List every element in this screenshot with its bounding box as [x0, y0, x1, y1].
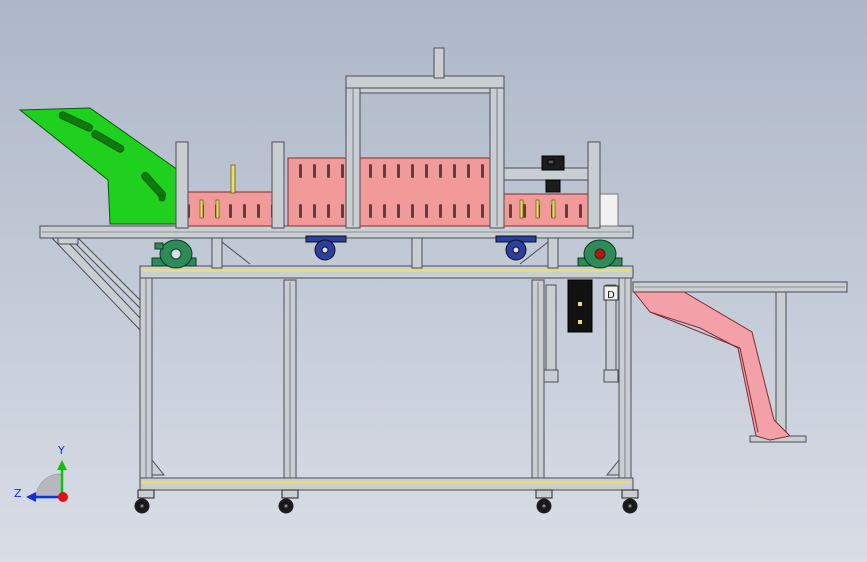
- caster-wheel-icon: [305, 235, 347, 261]
- gantry-cylinder-rod: [433, 47, 445, 79]
- upright-mid-left: [271, 141, 285, 229]
- green-hopper: [18, 107, 179, 225]
- sensor-label: D: [607, 290, 615, 301]
- axis-z-label: Z: [14, 487, 22, 500]
- inner-post-foot: [543, 369, 559, 383]
- gantry-beam: [345, 75, 505, 89]
- corner-brace: [605, 458, 620, 476]
- caster-wheel-icon: [134, 489, 155, 514]
- lower-rail-yellow-stripe: [142, 481, 631, 484]
- casters: [134, 489, 639, 514]
- caster-wheel-icon: [621, 489, 639, 514]
- plate-leg: [547, 237, 559, 269]
- lower-frame: [139, 265, 634, 491]
- coordinate-triad-icon: [26, 460, 68, 502]
- corner-brace: [151, 458, 166, 476]
- gantry-beam-lower: [359, 87, 491, 94]
- motor-icon: [541, 155, 565, 193]
- hopper-slot: [91, 130, 125, 153]
- pink-panel-slots: [288, 158, 490, 226]
- outfeed-leg: [775, 291, 787, 441]
- pillow-block-bearing-icon: [577, 239, 623, 269]
- left-diagonal-support: [50, 235, 141, 332]
- caster-wheel-icon: [495, 235, 537, 261]
- frame-post-inner-mid: [545, 284, 557, 381]
- caster-wheel-icon: [535, 489, 553, 514]
- hopper-bolt-hole: [158, 194, 166, 202]
- chute-body: [632, 291, 792, 441]
- inner-post-foot: [603, 369, 619, 383]
- plate-leg: [411, 237, 423, 269]
- plate-leg: [211, 237, 223, 269]
- upright-left: [175, 141, 189, 229]
- hopper-slot: [58, 111, 93, 132]
- axis-y-label: Y: [57, 444, 65, 457]
- gantry: [345, 47, 589, 229]
- upper-rail-yellow-stripe: [142, 269, 631, 272]
- caster-wheel-icon: [278, 489, 299, 514]
- sensor: D: [603, 285, 619, 301]
- outfeed-conveyor: [632, 281, 848, 443]
- control-box: [567, 279, 593, 333]
- pink-chute: [632, 291, 792, 441]
- yellow-markers: [199, 164, 556, 219]
- pillow-block-bearing-icon: [151, 239, 197, 269]
- upright-right: [587, 141, 601, 229]
- white-end-block: [597, 193, 619, 227]
